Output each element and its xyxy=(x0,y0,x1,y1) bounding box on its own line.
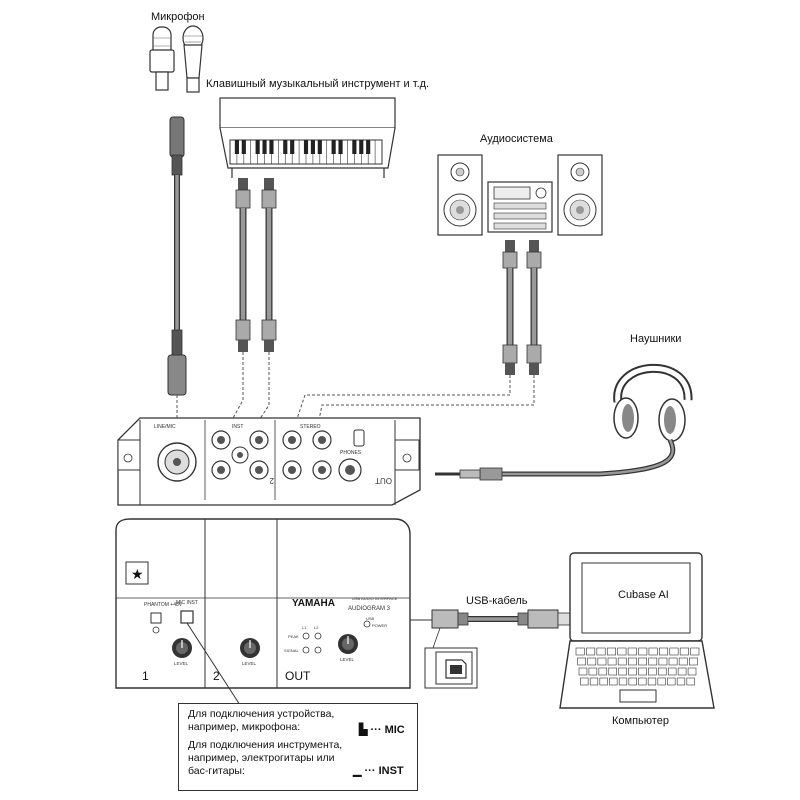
level-label-1: LEVEL xyxy=(174,661,189,666)
audio-system-icon xyxy=(437,154,603,236)
condenser-mic-icon xyxy=(149,26,175,91)
note-mic-text: MIC xyxy=(384,724,405,736)
device-top-panel: ★ PHANTOM +48V MIC INST YAMAHA USB AUDIO… xyxy=(115,518,411,706)
level-label-2: LEVEL xyxy=(242,661,257,666)
channel-1-label: 1 xyxy=(142,669,149,683)
note-line-2: например, микрофона: xyxy=(188,721,301,733)
out-label: OUT xyxy=(285,669,311,683)
usb-cable-label: USB-кабель xyxy=(466,595,528,607)
note-inst-tag: ▁ ··· INST xyxy=(353,765,404,777)
device-rear-panel: LINE/MIC INST STEREO PHONES OUT 2 xyxy=(117,417,421,506)
l1-label: L1 xyxy=(302,625,307,630)
peak-label: PEAK xyxy=(288,634,299,639)
mic-inst-note: Для подключения устройства, например, ми… xyxy=(178,703,418,791)
brand-label: YAMAHA xyxy=(292,598,335,609)
note-inst-text: INST xyxy=(378,765,404,777)
usb-small-label: USB xyxy=(366,616,375,621)
headphones-label: Наушники xyxy=(630,333,681,345)
computer-label: Компьютер xyxy=(612,715,669,727)
microphone-label: Микрофон xyxy=(151,11,205,23)
phantom-label: PHANTOM +48V xyxy=(144,602,183,608)
l2-label: L2 xyxy=(314,625,319,630)
note-line-1: Для подключения устройства, xyxy=(188,708,335,720)
rear-out-label: OUT xyxy=(375,476,392,485)
usb-cable xyxy=(410,609,573,689)
rca-cables-audio-system xyxy=(294,240,542,426)
rear-ch2-label: 2 xyxy=(269,476,274,485)
cubase-label: Cubase AI xyxy=(618,589,669,601)
keyboard-label: Клавишный музыкальный инструмент и т.д. xyxy=(206,78,429,90)
rear-stereo-label: STEREO xyxy=(300,424,321,430)
channel-2-label: 2 xyxy=(213,669,220,683)
xlr-cable xyxy=(167,116,187,420)
rca-cables-keyboard xyxy=(231,178,277,426)
mic-inst-label: MIC INST xyxy=(176,600,198,606)
dynamic-mic-icon xyxy=(182,25,204,93)
note-line-3: Для подключения инструмента, xyxy=(188,739,343,751)
level-label-out: LEVEL xyxy=(340,657,355,662)
audio-system-label: Аудиосистема xyxy=(480,133,554,145)
signal-label: SIGNAL xyxy=(284,648,299,653)
headphones-icon xyxy=(435,363,693,481)
rear-inst-label: INST xyxy=(232,424,243,430)
power-label: POWER xyxy=(372,623,387,628)
laptop-icon xyxy=(559,552,715,709)
keyboard-icon xyxy=(219,97,396,178)
rear-line-label: LINE/MIC xyxy=(154,424,176,430)
note-line-4: например, электрогитары или xyxy=(188,752,335,764)
note-mic-tag: ▙ ··· MIC xyxy=(359,724,405,736)
subtitle-label: USB AUDIO INTERFACE xyxy=(352,596,398,601)
star-marker: ★ xyxy=(131,567,144,583)
model-label: AUDIOGRAM 3 xyxy=(348,606,391,612)
rear-phones-label: PHONES xyxy=(340,450,362,456)
note-line-5: бас-гитары: xyxy=(188,765,245,777)
